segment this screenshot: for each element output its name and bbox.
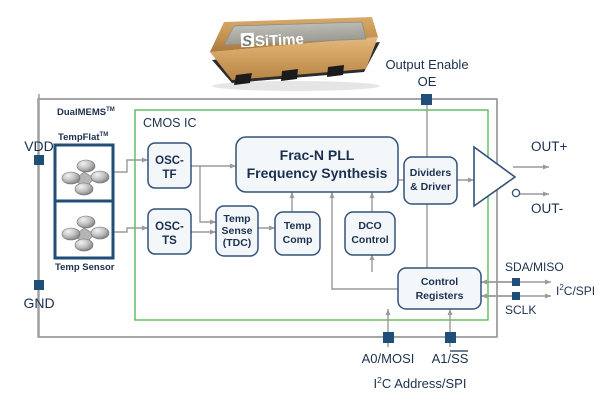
out-minus-label: OUT- <box>531 201 563 216</box>
dco-control-block: DCO Control <box>344 211 396 256</box>
temp-sensor-label: Temp Sensor <box>55 262 115 273</box>
sclk-pin[interactable] <box>512 292 520 300</box>
osc-ts-line-2: TS <box>162 235 177 247</box>
cmos-ic-label: CMOS IC <box>143 116 196 130</box>
dco-line-1: DCO <box>358 220 381 232</box>
i2c-spi-label: I2C/SPI <box>556 283 595 298</box>
dco-line-2: Control <box>351 234 388 246</box>
osc-tf-line-1: OSC- <box>155 155 184 167</box>
pll-line-1: Frac-N PLL <box>280 147 355 163</box>
control-registers-line-1: Control <box>421 276 458 288</box>
sclk-label: SCLK <box>505 303 536 317</box>
oe-pin[interactable] <box>421 94 432 105</box>
vdd-label: VDD <box>24 138 54 154</box>
dualmems-label: DualMEMSTM <box>57 107 115 118</box>
frac-n-pll-block: Frac-N PLL Frequency Synthesis <box>235 136 399 193</box>
osc-ts-line-1: OSC- <box>155 221 184 233</box>
temp-sense-line-1: Temp <box>223 213 250 225</box>
temp-sense-line-3: (TDC) <box>223 237 252 249</box>
a1-ss-pin[interactable] <box>445 332 456 343</box>
tempflat-label: TempFlatTM <box>58 132 108 143</box>
pll-line-2: Frequency Synthesis <box>247 165 388 181</box>
temp-sense-line-2: Sense <box>222 225 253 237</box>
dividers-line-2: & Driver <box>410 181 451 193</box>
output-enable-label: Output Enable <box>385 57 468 72</box>
control-registers-block: Control Registers <box>397 267 482 310</box>
gnd-label: GND <box>23 295 54 311</box>
temp-sense-tdc-block: Temp Sense (TDC) <box>215 205 259 257</box>
mems-resonator-bottom-icon <box>61 215 110 252</box>
a1-ss-bar-text: SS <box>451 351 469 366</box>
cmos-ic-frame <box>134 109 489 321</box>
i2c-address-spi-caption: I2C Address/SPI <box>374 375 467 391</box>
out-plus-label: OUT+ <box>531 139 567 154</box>
svg-text:S: S <box>242 33 253 51</box>
dualmems-resonator-box <box>53 143 115 260</box>
sitime-logo-text: SiTime <box>255 31 305 51</box>
oe-label: OE <box>418 74 437 89</box>
wire-group <box>38 94 551 347</box>
dividers-line-1: Dividers <box>410 167 452 179</box>
control-registers-line-2: Registers <box>416 290 464 302</box>
osc-tf-block: OSC- TF <box>147 142 192 189</box>
temp-comp-line-2: Comp <box>283 234 313 246</box>
sda-miso-label: SDA/MISO <box>505 260 564 274</box>
sitime-logo: S SiTime <box>240 31 305 51</box>
svg-text:A1/SS: A1/SS <box>432 351 469 366</box>
vdd-pin[interactable] <box>34 155 44 165</box>
osc-tf-line-2: TF <box>162 169 176 181</box>
dividers-driver-block: Dividers & Driver <box>403 156 458 205</box>
sda-miso-pin[interactable] <box>512 278 520 286</box>
a0-mosi-label: A0/MOSI <box>362 351 415 366</box>
a1-ss-label: A1/SS <box>432 350 469 366</box>
osc-ts-block: OSC- TS <box>147 208 192 255</box>
sitime-oscillator-package: S SiTime <box>210 17 380 91</box>
mems-resonator-top-icon <box>61 159 110 196</box>
output-buffer-icon <box>473 145 521 208</box>
a0-mosi-pin[interactable] <box>383 332 394 343</box>
temp-comp-block: Temp Comp <box>274 211 321 256</box>
temp-comp-line-1: Temp <box>284 220 311 232</box>
gnd-pin[interactable] <box>34 280 44 290</box>
